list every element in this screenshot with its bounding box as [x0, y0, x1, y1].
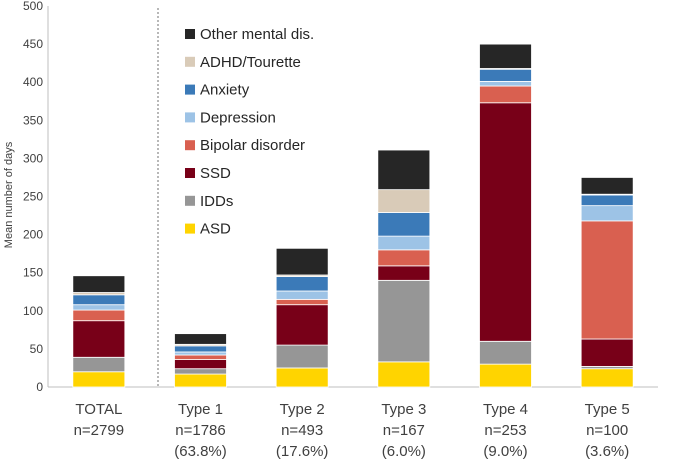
x-tick-label: Type 1: [178, 401, 223, 418]
x-tick-label: n=1786: [175, 422, 225, 439]
legend-label: ADHD/Tourette: [200, 54, 301, 71]
bar-segment: [377, 361, 431, 388]
bar-segment: [580, 177, 634, 195]
bar-segment: [377, 279, 431, 363]
legend-swatch: [185, 223, 195, 234]
y-axis: 0 50 100 150 200 250 300 350 400 450 500: [23, 0, 658, 394]
bar-segment: [174, 373, 227, 388]
bar-segment: [377, 265, 431, 281]
bar-segment: [72, 371, 126, 388]
bar-segment: [174, 368, 227, 375]
x-tick-label: (63.8%): [174, 443, 227, 460]
bar-segment: [72, 320, 126, 358]
y-tick-label: 450: [23, 37, 43, 51]
bar-segment: [479, 102, 532, 342]
legend-label: SSD: [200, 165, 231, 182]
x-tick-label: (3.6%): [585, 443, 629, 460]
x-tick-label: Type 5: [585, 401, 630, 418]
y-tick-label: 150: [23, 266, 43, 280]
bar-segment: [479, 68, 532, 82]
x-tick-label: Type 3: [381, 401, 426, 418]
legend-label: IDDs: [200, 193, 233, 210]
x-tick-label: (6.0%): [382, 443, 426, 460]
y-tick-label: 400: [23, 75, 43, 89]
y-tick-label: 500: [23, 0, 43, 13]
bar-segment: [275, 298, 329, 306]
legend-label: Bipolar disorder: [200, 137, 305, 154]
y-tick-label: 200: [23, 228, 43, 242]
bar-segment: [72, 356, 126, 373]
x-tick-label: Type 2: [280, 401, 325, 418]
y-tick-label: 250: [23, 190, 43, 204]
bar-segment: [72, 309, 126, 322]
bar-segment: [479, 340, 532, 365]
legend-label: Depression: [200, 109, 276, 126]
x-tick-label: n=167: [383, 422, 425, 439]
bar-segment: [174, 333, 227, 345]
bar-segment: [275, 344, 329, 369]
y-tick-label: 50: [30, 342, 44, 356]
legend-swatch: [185, 195, 195, 206]
bar-segment: [580, 205, 634, 222]
legend-swatch: [185, 140, 195, 151]
x-tick-label: (9.0%): [483, 443, 527, 460]
x-tick-label: n=493: [281, 422, 323, 439]
bar-segment: [275, 247, 329, 276]
bar-segment: [377, 249, 431, 267]
bar-segment: [377, 189, 431, 213]
bar-segment: [580, 194, 634, 207]
x-tick-label: n=100: [586, 422, 628, 439]
x-tick-label: (17.6%): [276, 443, 329, 460]
bar-segment: [72, 304, 126, 311]
bar-segment: [275, 290, 329, 300]
bar-segment: [275, 276, 329, 292]
bar-segment: [174, 345, 227, 353]
y-tick-label: 300: [23, 151, 43, 165]
y-tick-label: 100: [23, 304, 43, 318]
bar-segment: [479, 43, 532, 69]
x-tick-label: n=253: [484, 422, 526, 439]
bar-segment: [72, 275, 126, 293]
legend-swatch: [185, 112, 195, 123]
legend-label: Anxiety: [200, 82, 250, 99]
bar-segment: [479, 363, 532, 388]
legend-swatch: [185, 56, 195, 67]
legend-swatch: [185, 84, 195, 95]
bar-segment: [377, 149, 431, 191]
x-tick-label: TOTAL: [75, 401, 122, 418]
legend-swatch: [185, 168, 195, 178]
bar-segment: [479, 85, 532, 104]
bars: [72, 43, 634, 388]
bar-segment: [479, 81, 532, 87]
bar-segment: [275, 367, 329, 388]
bar-segment: [174, 351, 227, 356]
bar-segment: [174, 354, 227, 360]
bar-segment: [377, 212, 431, 237]
y-tick-label: 350: [23, 113, 43, 127]
bar-segment: [275, 304, 329, 346]
bar-segment: [580, 368, 634, 388]
bar-segment: [174, 359, 227, 370]
x-tick-label: n=2799: [74, 422, 124, 439]
legend-label: Other mental dis.: [200, 26, 314, 43]
x-tick-label: Type 4: [483, 401, 528, 418]
y-axis-label: Mean number of days: [3, 141, 15, 248]
x-axis-labels: TOTAL n=2799 Type 1 n=1786 (63.8%) Type 2 n=49…: [74, 401, 630, 460]
legend-label: ASD: [200, 221, 231, 238]
bar-segment: [72, 294, 126, 306]
legend-swatch: [185, 29, 195, 39]
bar-segment: [580, 338, 634, 367]
y-tick-label: 0: [36, 380, 43, 394]
bar-segment: [580, 220, 634, 340]
bar-segment: [377, 235, 431, 251]
legend: Other mental dis. ADHD/TouretteAnxietyDep…: [185, 26, 314, 238]
